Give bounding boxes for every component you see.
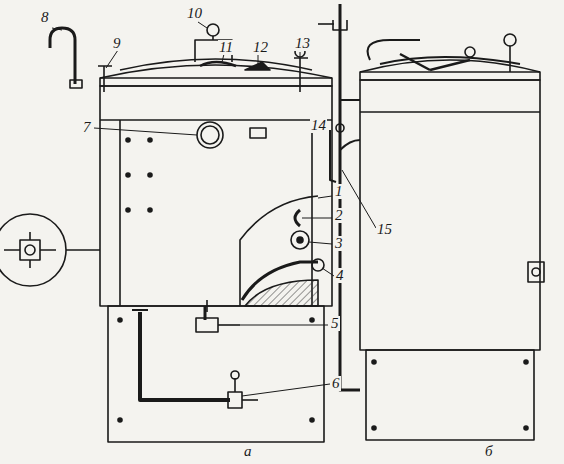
callout-number: 5 xyxy=(330,316,340,331)
callout-number: 13 xyxy=(294,36,311,51)
callout-number: 9 xyxy=(112,36,122,51)
callout-number: 15 xyxy=(376,222,393,237)
callout-number: 14 xyxy=(310,118,327,133)
callout-number: 7 xyxy=(82,120,92,135)
callout-number: 2 xyxy=(334,208,344,223)
callout-number: 4 xyxy=(335,268,345,283)
callout-number: 1 xyxy=(334,184,344,199)
callout-number: 10 xyxy=(186,6,203,21)
callout-number: 12 xyxy=(252,40,269,55)
callout-number: 6 xyxy=(331,376,341,391)
view-letter: б xyxy=(484,444,494,459)
callout-number: 3 xyxy=(334,236,344,251)
view-letter: а xyxy=(243,444,253,459)
callout-number: 8 xyxy=(40,10,50,25)
callout-number: 11 xyxy=(218,40,234,55)
